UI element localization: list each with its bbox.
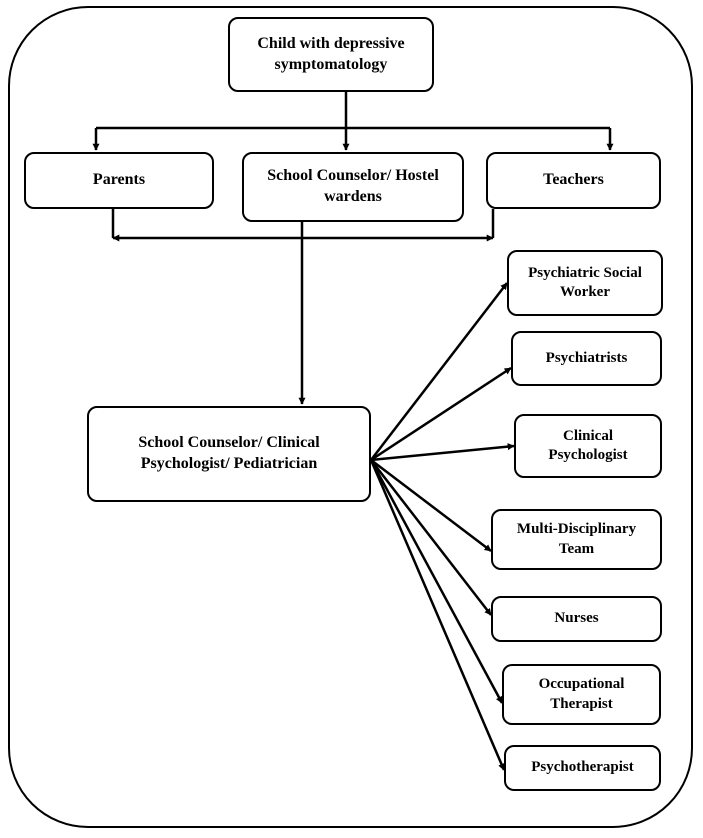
node-label: School Counselor/ Clinical Psychologist/… xyxy=(138,434,320,472)
node-school-counselor-hostel-wardens: School Counselor/ Hostel wardens xyxy=(242,152,464,222)
node-label: Occupational Therapist xyxy=(538,676,625,712)
node-parents: Parents xyxy=(24,152,214,209)
node-clinical-psychologist: Clinical Psychologist xyxy=(514,414,662,478)
node-label: Psychiatrists xyxy=(545,349,628,366)
node-psychiatrists: Psychiatrists xyxy=(511,331,662,386)
node-teachers: Teachers xyxy=(486,152,661,209)
node-label: Multi-Disciplinary Team xyxy=(516,521,637,557)
node-psychiatric-social-worker: Psychiatric Social Worker xyxy=(507,250,663,316)
node-psychotherapist: Psychotherapist xyxy=(504,745,661,791)
node-label: Psychiatric Social Worker xyxy=(528,264,642,301)
node-label: Psychotherapist xyxy=(531,759,634,776)
node-occupational-therapist: Occupational Therapist xyxy=(502,664,661,725)
node-school-counselor-clinical-psychologist-pediatrician: School Counselor/ Clinical Psychologist/… xyxy=(87,406,371,502)
node-label: School Counselor/ Hostel wardens xyxy=(267,167,439,205)
node-label: Teachers xyxy=(543,171,604,189)
node-child-depressive-symptomatology: Child with depressive symptomatology xyxy=(228,17,434,92)
node-label: Parents xyxy=(92,171,146,189)
node-label: Clinical Psychologist xyxy=(548,427,628,464)
node-nurses: Nurses xyxy=(491,596,662,642)
node-multi-disciplinary-team: Multi-Disciplinary Team xyxy=(491,509,662,570)
diagram-border xyxy=(8,6,693,828)
node-label: Child with depressive symptomatology xyxy=(257,34,405,73)
node-label: Nurses xyxy=(554,610,599,627)
